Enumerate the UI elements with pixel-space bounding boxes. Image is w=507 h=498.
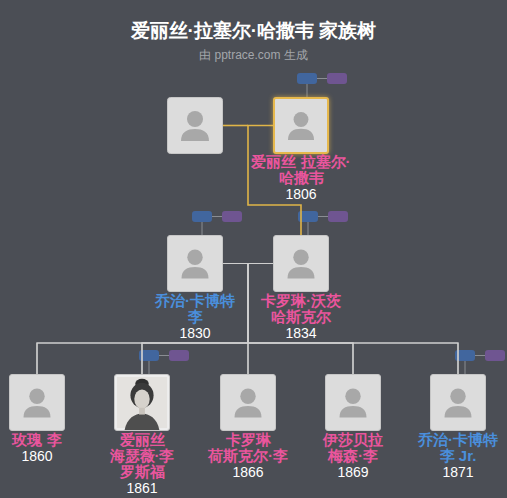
avatar-icon <box>326 375 380 430</box>
person-name: 伊莎贝拉 梅森·李 <box>308 432 398 464</box>
generator-note: 由 pptrace.com 生成 <box>0 47 507 63</box>
avatar-body <box>182 267 209 279</box>
purple-badge <box>485 350 505 361</box>
person-card: 玫瑰 李1860 <box>9 374 65 431</box>
person-name: 乔治·卡博特 李 <box>150 293 240 325</box>
person-name: 乔治·卡博特 李 Jr. <box>413 432 503 464</box>
person-card: 乔治·卡博特 李1830 <box>167 235 223 292</box>
person-label: 爱丽丝 拉塞尔·哈撒韦1806 <box>246 154 356 202</box>
avatar-body <box>24 406 51 418</box>
avatar-body <box>445 406 472 418</box>
family-connector <box>248 264 458 375</box>
person-label: 爱丽丝 海瑟薇·李 罗斯福1861 <box>97 432 187 496</box>
avatar-head <box>293 250 308 265</box>
badge-stem <box>308 222 309 235</box>
badge-stem <box>202 222 203 235</box>
avatar-icon <box>275 99 327 152</box>
badge-stem <box>149 361 150 374</box>
family-connector <box>248 264 273 375</box>
birth-year: 1806 <box>246 186 356 202</box>
person-card: 卡罗琳 荷斯克尔·李1866 <box>220 374 276 431</box>
birth-year: 1860 <box>0 448 82 464</box>
avatar-icon <box>221 375 275 430</box>
family-connector <box>223 264 458 375</box>
avatar-head <box>240 389 255 404</box>
family-connector <box>248 126 301 236</box>
avatar-icon <box>274 236 328 291</box>
avatar-head <box>187 250 202 265</box>
purple-badge <box>222 211 242 222</box>
blue-badge <box>297 73 317 84</box>
purple-badge <box>327 73 347 84</box>
purple-badge <box>328 211 348 222</box>
purple-badge <box>169 350 189 361</box>
family-connector <box>37 264 273 375</box>
badge-link <box>317 78 327 79</box>
family-connector <box>223 264 248 375</box>
person-name: 爱丽丝 海瑟薇·李 罗斯福 <box>97 432 187 480</box>
birth-year: 1869 <box>308 464 398 480</box>
card-frame <box>168 98 223 154</box>
avatar-head <box>450 389 465 404</box>
unknown-spouse-card <box>168 98 223 154</box>
badge-link <box>212 216 222 217</box>
spouse-line <box>223 125 248 127</box>
person-card: 爱丽丝 海瑟薇·李 罗斯福1861 <box>114 374 170 431</box>
badge-stem <box>307 84 308 97</box>
person-label: 玫瑰 李1860 <box>0 432 82 464</box>
person-card: 乔治·卡博特 李 Jr.1871 <box>430 374 486 431</box>
person-name: 玫瑰 李 <box>0 432 82 448</box>
birth-year: 1861 <box>97 480 187 496</box>
person-card: 爱丽丝 拉塞尔·哈撒韦1806 <box>273 97 329 154</box>
badge-pair <box>192 211 242 235</box>
person-name: 爱丽丝 拉塞尔·哈撒韦 <box>246 154 356 186</box>
birth-year: 1830 <box>150 325 240 341</box>
family-connector <box>142 264 273 375</box>
person-card: 卡罗琳·沃茨 哈斯克尔1834 <box>273 235 329 292</box>
badge-stem <box>465 361 466 374</box>
avatar-head <box>187 111 203 127</box>
family-connector <box>248 264 353 375</box>
avatar-body <box>288 267 315 279</box>
avatar-body <box>235 406 262 418</box>
family-connector <box>223 264 353 375</box>
person-label: 乔治·卡博特 李 Jr.1871 <box>413 432 503 480</box>
badge-pair <box>139 350 189 374</box>
avatar-head <box>294 112 309 127</box>
family-connector <box>142 264 248 375</box>
badge-link <box>475 355 485 356</box>
person-name: 卡罗琳·沃茨 哈斯克尔 <box>256 293 346 325</box>
badge-pair <box>297 73 347 97</box>
avatar-head <box>29 389 44 404</box>
badge-pair <box>298 211 348 235</box>
badge-link <box>318 216 328 217</box>
avatar-body <box>181 129 209 141</box>
birth-year: 1871 <box>413 464 503 480</box>
person-label: 卡罗琳·沃茨 哈斯克尔1834 <box>256 293 346 341</box>
avatar-body <box>288 129 314 140</box>
avatar-head <box>345 389 360 404</box>
person-label: 卡罗琳 荷斯克尔·李1866 <box>203 432 293 480</box>
birth-year: 1834 <box>256 325 346 341</box>
person-label: 伊莎贝拉 梅森·李1869 <box>308 432 398 480</box>
photo-hair <box>130 383 153 408</box>
avatar-icon <box>10 375 64 430</box>
avatar-icon <box>431 375 485 430</box>
badge-link <box>159 355 169 356</box>
photo-face <box>134 389 149 408</box>
photo-body <box>125 414 160 430</box>
portrait-photo <box>115 375 169 430</box>
blue-badge <box>192 211 212 222</box>
avatar-body <box>340 406 367 418</box>
badge-pair <box>455 350 505 374</box>
tree-title: 爱丽丝·拉塞尔·哈撒韦 家族树 <box>0 19 507 43</box>
person-card: 伊莎贝拉 梅森·李1869 <box>325 374 381 431</box>
photo-neck <box>139 408 145 415</box>
avatar-icon <box>168 236 222 291</box>
birth-year: 1866 <box>203 464 293 480</box>
person-name: 卡罗琳 荷斯克尔·李 <box>203 432 293 464</box>
person-label: 乔治·卡博特 李1830 <box>150 293 240 341</box>
